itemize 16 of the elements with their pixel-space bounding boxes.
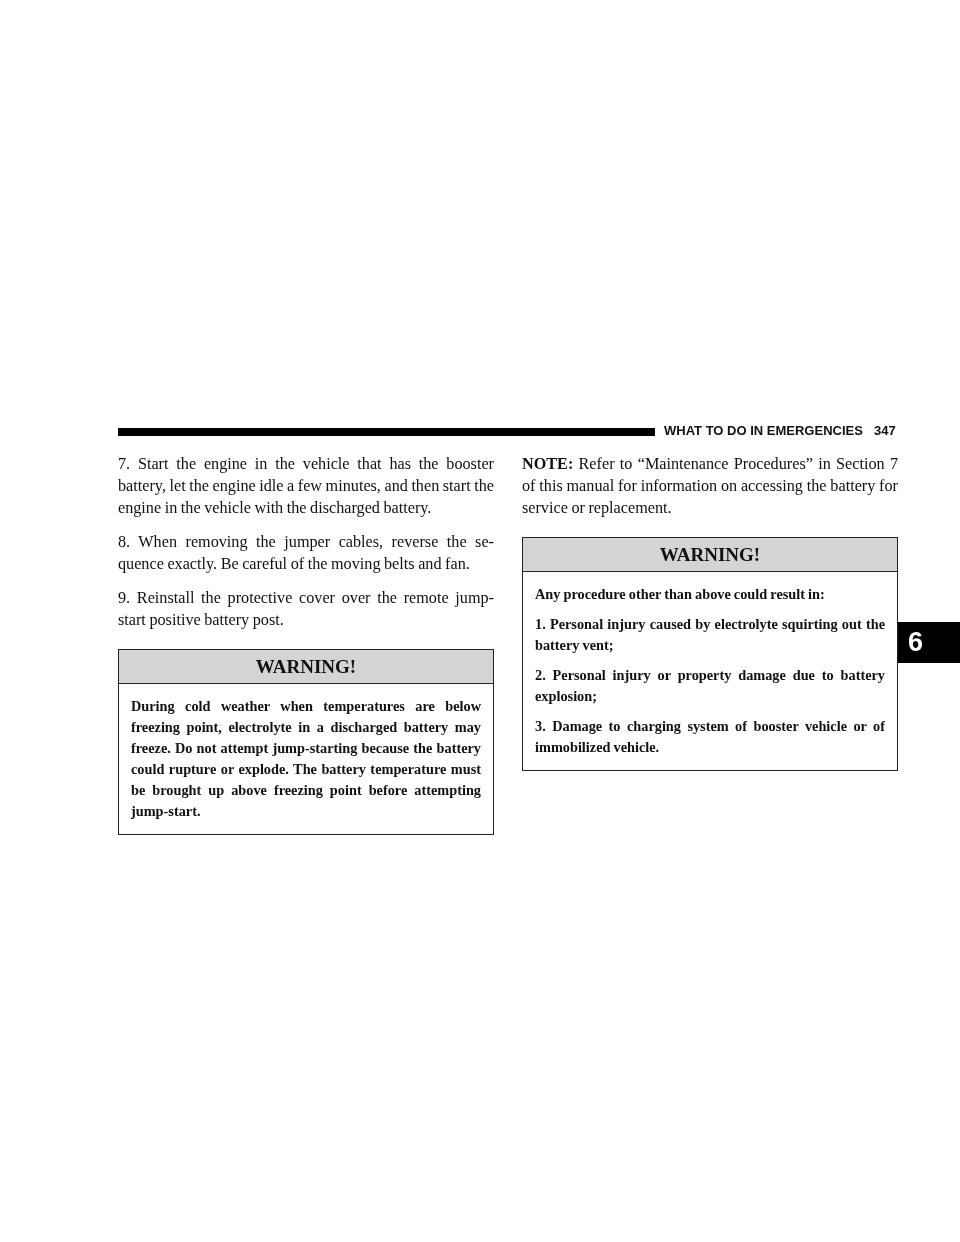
paragraph: 8. When removing the jumper cables, reverse the se- quence exactly. Be careful of the moving belts and fan. xyxy=(118,532,494,575)
warning-text: 2. Personal injury or property damage due to battery explosion; xyxy=(534,666,886,706)
note-paragraph: NOTE: Refer to “Maintenance Procedures” in Section 7 of this manual for information on accessing the battery for service or replacement. xyxy=(522,454,898,519)
running-header: WHAT TO DO IN EMERGENCIES xyxy=(664,423,863,438)
warning-heading: WARNING! xyxy=(119,650,493,684)
warning-box xyxy=(118,649,494,835)
paragraph: 9. Reinstall the protective cover over the remote jump- start positive battery post. xyxy=(118,588,494,631)
warning-text: Any procedure other than above could result in: xyxy=(534,585,826,604)
paragraph: 7. Start the engine in the vehicle that has the booster battery, let the engine idle a few minutes, and then start the engine in the vehicle with the discharged battery. xyxy=(118,454,494,519)
section-tab: 6 xyxy=(898,622,960,663)
page-number: 347 xyxy=(874,423,896,438)
warning-heading: WARNING! xyxy=(523,538,897,572)
warning-text: 1. Personal injury caused by electrolyte squirting out the battery vent; xyxy=(534,615,886,655)
warning-box xyxy=(522,537,898,771)
warning-text: 3. Damage to charging system of booster vehicle or of immobilized vehicle. xyxy=(534,717,886,757)
warning-text: During cold weather when temperatures are below freezing point, electrolyte in a discharged battery may freeze. Do not attempt jump-starting because the battery could rupture or explode. The battery temperature must be brought up above freezing point before attempting jump-start. xyxy=(130,697,482,821)
